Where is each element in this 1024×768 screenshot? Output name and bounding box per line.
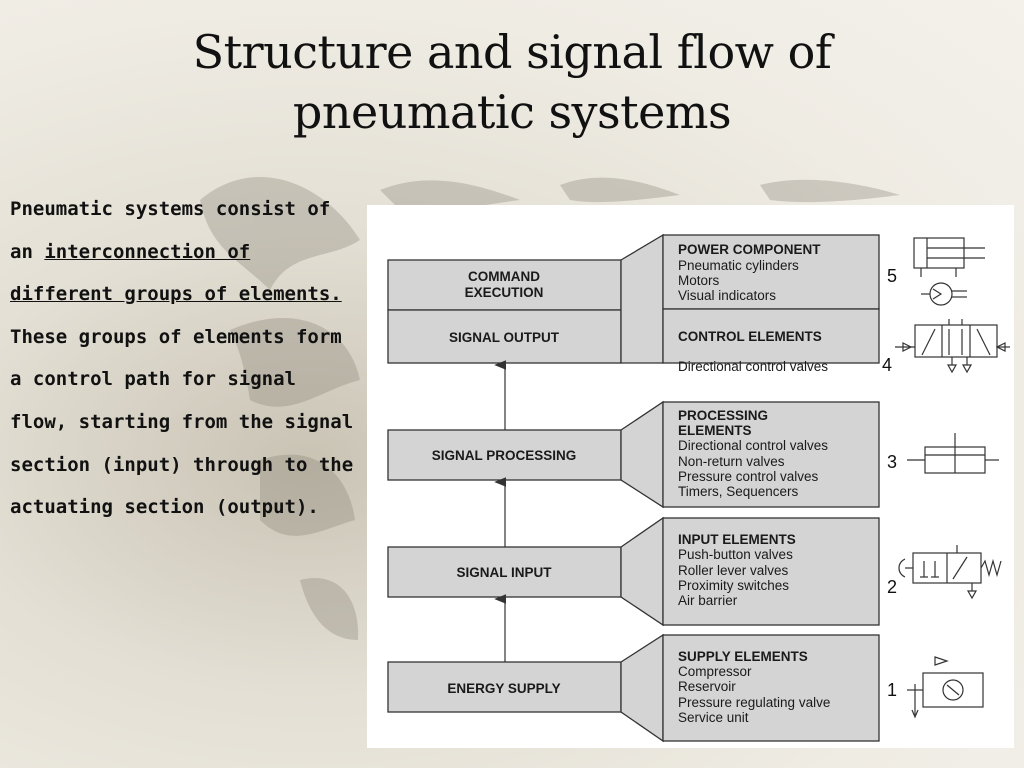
desc-item-control-0: Directional control valves xyxy=(678,359,828,374)
directional-valve-symbol-icon xyxy=(895,319,1010,374)
desc-box-power xyxy=(662,234,880,310)
service-unit-symbol-icon xyxy=(907,656,984,719)
slide-title-line2: pneumatic systems xyxy=(292,85,732,139)
level-box-energy-supply xyxy=(387,661,622,713)
desc-box-control xyxy=(662,308,880,364)
desc-box-processing xyxy=(662,401,880,508)
desc-item-power-2: Visual indicators xyxy=(678,288,776,303)
desc-item-supply-0: Compressor xyxy=(678,664,752,679)
motor-symbol-icon xyxy=(921,282,967,306)
diagram-svg: COMMAND EXECUTION SIGNAL OUTPUT SIGNAL P… xyxy=(387,233,1010,743)
body-text-underlined: interconnection of different groups of e… xyxy=(10,240,342,306)
level-label-command: COMMAND xyxy=(468,269,540,284)
level-label-signal-output: SIGNAL OUTPUT xyxy=(449,330,560,345)
desc-header-control: CONTROL ELEMENTS xyxy=(678,329,822,344)
desc-box-supply xyxy=(662,634,880,742)
level-label-signal-input: SIGNAL INPUT xyxy=(456,565,552,580)
desc-item-processing-2: Pressure control valves xyxy=(678,469,819,484)
desc-header-input: INPUT ELEMENTS xyxy=(678,532,796,547)
processing-valve-symbol-icon xyxy=(907,433,999,474)
desc-item-supply-2: Pressure regulating valve xyxy=(678,695,830,710)
desc-header-processing-2: ELEMENTS xyxy=(678,423,752,438)
level-label-energy-supply: ENERGY SUPPLY xyxy=(447,681,560,696)
funnel-supply xyxy=(620,633,664,743)
desc-item-processing-0: Directional control valves xyxy=(678,438,828,453)
desc-item-supply-1: Reservoir xyxy=(678,679,736,694)
cylinder-symbol-icon xyxy=(913,237,985,277)
slide-title: Structure and signal flow of pneumatic s… xyxy=(0,22,1024,142)
desc-item-power-1: Motors xyxy=(678,273,720,288)
desc-item-input-1: Roller lever valves xyxy=(678,563,789,578)
desc-item-processing-1: Non-return valves xyxy=(678,454,785,469)
level-number-3: 3 xyxy=(887,452,897,472)
level-number-4: 4 xyxy=(882,355,892,375)
body-text-part2: These groups of elements form a control … xyxy=(10,325,354,519)
desc-item-supply-3: Service unit xyxy=(678,710,749,725)
funnel-upper xyxy=(620,233,664,364)
slide-title-line1: Structure and signal flow of xyxy=(192,25,832,79)
desc-header-processing-1: PROCESSING xyxy=(678,408,768,423)
desc-item-input-0: Push-button valves xyxy=(678,547,793,562)
level-label-signal-processing: SIGNAL PROCESSING xyxy=(432,448,577,463)
desc-item-input-2: Proximity switches xyxy=(678,578,789,593)
funnel-processing xyxy=(620,400,664,509)
desc-header-power: POWER COMPONENT xyxy=(678,242,821,257)
desc-item-processing-3: Timers, Sequencers xyxy=(678,484,799,499)
level-number-2: 2 xyxy=(887,577,897,597)
desc-box-input xyxy=(662,517,880,626)
level-label-execution: EXECUTION xyxy=(465,285,544,300)
signal-flow-diagram: COMMAND EXECUTION SIGNAL OUTPUT SIGNAL P… xyxy=(367,205,1014,748)
body-text-part1: Pneumatic systems consist of an xyxy=(10,198,331,263)
push-button-valve-symbol-icon xyxy=(898,545,1002,600)
level-number-5: 5 xyxy=(887,266,897,286)
desc-item-input-3: Air barrier xyxy=(678,593,738,608)
funnel-input xyxy=(620,516,664,627)
level-number-1: 1 xyxy=(887,680,897,700)
desc-item-power-0: Pneumatic cylinders xyxy=(678,258,799,273)
desc-header-supply: SUPPLY ELEMENTS xyxy=(678,649,808,664)
body-paragraph: Pneumatic systems consist of an intercon… xyxy=(10,188,355,529)
